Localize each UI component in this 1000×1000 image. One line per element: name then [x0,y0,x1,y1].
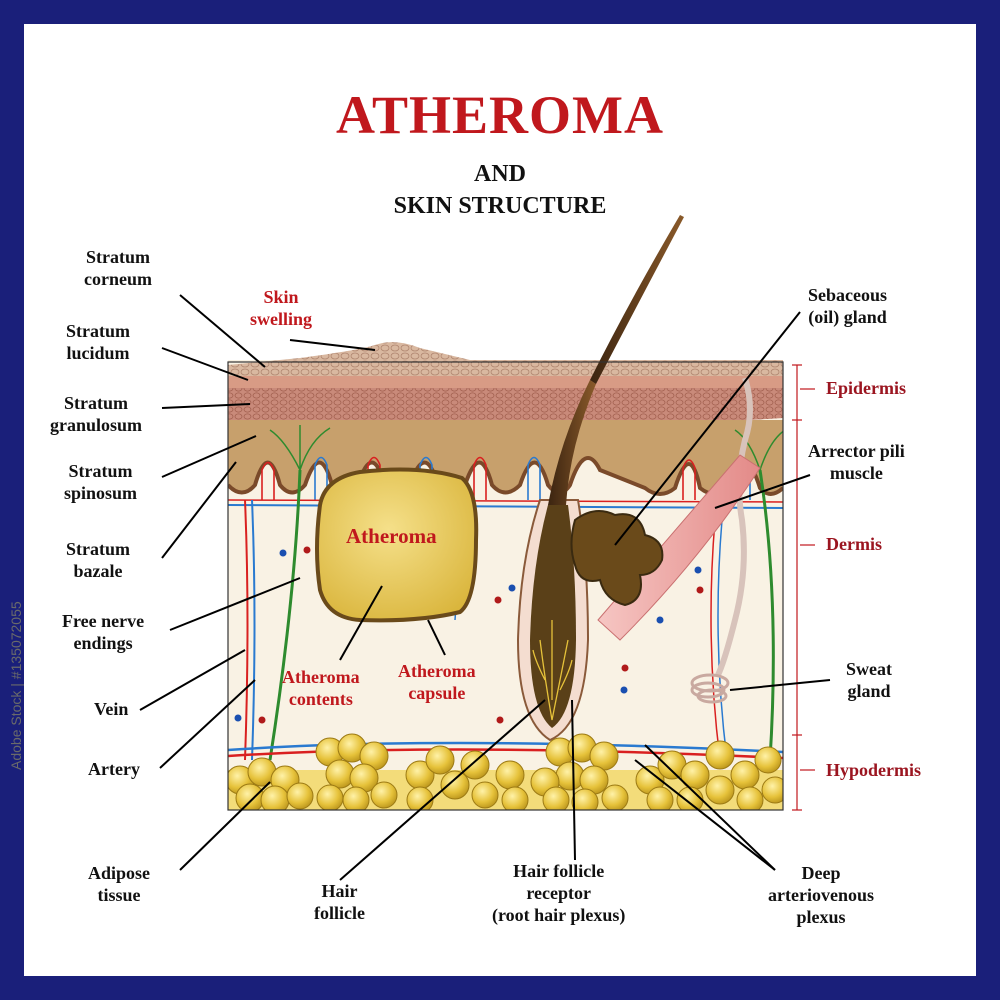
label-stratum-lucidum: Stratum lucidum [66,321,130,363]
label-stratum-bazale: Stratum bazale [66,539,130,581]
page-subtitle: AND SKIN STRUCTURE [0,158,1000,222]
root-hair-plexus [532,620,573,721]
label-hair-follicle: Hair follicle [314,881,365,923]
leader-lines [139,294,831,881]
sweat-duct [715,377,753,677]
label-hair-follicle-receptor: Hair follicle receptor (root hair plexus… [492,861,626,925]
subtitle-line-1: AND [474,161,526,187]
skin-block-outline [227,361,784,811]
label-artery: Artery [88,759,140,779]
label-stratum-corneum: Stratum corneum [84,247,152,289]
stratum-granulosum-layer [228,388,783,427]
label-stratum-granulosum: Stratum granulosum [50,393,143,435]
label-sweat-gland: Sweat gland [846,659,892,701]
adipose-tissue [228,733,783,810]
layer-epidermis: Epidermis [826,378,907,398]
stock-watermark: Adobe Stock | #135072055 [8,601,24,770]
page-title: ATHEROMA [336,85,664,145]
blood-cells [234,546,704,724]
stratum-spinosum-layer [228,420,783,494]
label-atheroma-capsule: Atheroma capsule [398,661,476,703]
layer-dermis: Dermis [826,534,882,554]
sebaceous-gland [570,510,664,607]
stratum-lucidum-layer [228,376,783,388]
layer-hypodermis: Hypodermis [826,760,922,780]
hair-shaft [590,215,684,384]
sweat-gland-coil [690,673,730,704]
label-vein: Vein [94,699,129,719]
subtitle-line-2: SKIN STRUCTURE [393,193,607,219]
label-arrector-pili: Arrector pili muscle [808,441,905,483]
stratum-corneum-layer [228,342,783,378]
atheroma-cyst [315,467,479,623]
label-adipose-tissue: Adipose tissue [88,863,151,905]
label-sebaceous-gland: Sebaceous (oil) gland [808,285,888,327]
layer-brackets [792,364,815,811]
stratum-bazale-layer [228,456,783,496]
label-atheroma: Atheroma [346,524,437,548]
skin-block [228,342,783,810]
label-skin-swelling: Skin swelling [250,287,313,329]
label-deep-plexus: Deep arteriovenous plexus [768,863,874,927]
free-nerve-fiber [268,469,302,761]
label-stratum-spinosum: Stratum spinosum [64,461,138,503]
label-free-nerve-endings: Free nerve endings [62,611,145,653]
label-atheroma-contents: Atheroma contents [282,667,360,709]
